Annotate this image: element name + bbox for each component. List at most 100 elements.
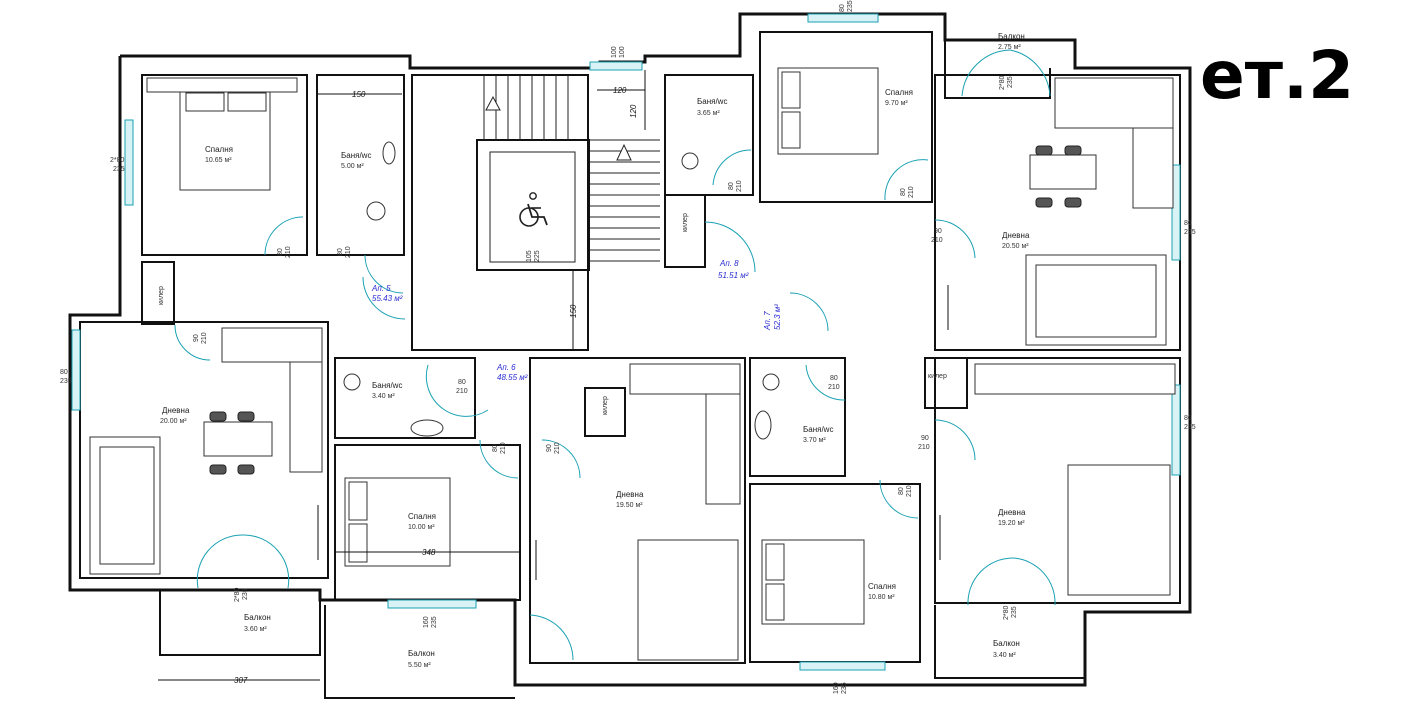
apartment-label: Ап. 7 xyxy=(763,311,772,331)
window-width: 2*80 xyxy=(1003,605,1010,620)
room-area: 20.50 м² xyxy=(1002,243,1029,250)
stair-arrow-icon xyxy=(485,95,501,111)
dimension-label: 348 xyxy=(422,548,436,557)
apartment-label: Ап. 6 xyxy=(496,363,516,372)
window-height: 235 xyxy=(242,588,249,600)
room-area: 10.65 м² xyxy=(205,157,232,164)
doors xyxy=(174,49,1056,661)
dining-chair xyxy=(237,411,255,422)
room-name: Спалня xyxy=(885,88,913,97)
dimension-label: 120 xyxy=(629,104,638,118)
room-name: Дневна xyxy=(998,508,1026,517)
door-height: 210 xyxy=(285,246,292,258)
door-height: 210 xyxy=(906,485,913,497)
window-height: 235 xyxy=(841,682,848,694)
room-name: Баня/wc xyxy=(803,425,833,434)
room-name: Балкон xyxy=(408,649,435,658)
door-height: 210 xyxy=(828,384,840,391)
door-width: 90 xyxy=(934,228,942,235)
dining-chair xyxy=(209,411,227,422)
window-width: 80 xyxy=(839,4,846,12)
door-width: 80 xyxy=(492,444,499,452)
room-name: Спалня xyxy=(205,145,233,154)
room-area: 2.75 м² xyxy=(998,44,1021,51)
window-height: 235 xyxy=(1184,424,1196,431)
apartment-area: 48.55 м² xyxy=(497,373,528,382)
storage-label: килер xyxy=(158,286,165,305)
dimension-label: 150 xyxy=(569,304,578,318)
room-area: 10.80 м² xyxy=(868,594,895,601)
apartment-area: 52.3 м² xyxy=(773,304,782,330)
wheelchair-icon xyxy=(519,192,548,227)
room-area: 3.40 м² xyxy=(372,393,395,400)
dining-chair xyxy=(209,464,227,475)
apartment-area: 51.51 м² xyxy=(718,271,749,280)
apartment-area: 55.43 м² xyxy=(372,294,403,303)
window-width: 80 xyxy=(1184,415,1192,422)
storage-label: килер xyxy=(602,396,609,415)
furniture xyxy=(89,67,1176,661)
door-width: 90 xyxy=(546,444,553,452)
apartment-label: Ап. 8 xyxy=(719,259,739,268)
door-width: 80 xyxy=(898,487,905,495)
window-height: 235 xyxy=(1011,606,1018,618)
elevator-width: 105 xyxy=(526,250,533,262)
interior-walls xyxy=(79,31,1181,699)
room-area: 20.00 м² xyxy=(160,418,187,425)
room-area: 5.50 м² xyxy=(408,662,431,669)
window-width: 80 xyxy=(60,369,68,376)
room-area: 3.40 м² xyxy=(993,652,1016,659)
dimension-label: 120 xyxy=(613,86,627,95)
room-area: 5.00 м² xyxy=(341,163,364,170)
dimension-label: 150 xyxy=(352,90,366,99)
window-width: 80 xyxy=(1184,220,1192,227)
door-width: 80 xyxy=(830,375,838,382)
door-height: 210 xyxy=(908,186,915,198)
room-name: Балкон xyxy=(993,639,1020,648)
room-area: 3.60 м² xyxy=(244,626,267,633)
room-name: Дневна xyxy=(616,490,644,499)
stairs xyxy=(483,75,660,262)
window-width: 160 xyxy=(423,616,430,628)
room-area: 9.70 м² xyxy=(885,100,908,107)
window-height: 235 xyxy=(1184,229,1196,236)
door-width: 90 xyxy=(193,334,200,342)
dining-chair xyxy=(237,464,255,475)
room-name: Баня/wc xyxy=(341,151,371,160)
door-height: 210 xyxy=(931,237,943,244)
window-height: 100 xyxy=(619,46,626,58)
room-area: 3.70 м² xyxy=(803,437,826,444)
room-name: Балкон xyxy=(244,613,271,622)
floor-label: ет.2 xyxy=(1200,37,1354,114)
dimension-label: 307 xyxy=(234,676,248,685)
dining-chair xyxy=(1035,145,1053,156)
room-name: Баня/wc xyxy=(372,381,402,390)
dining-chair xyxy=(1064,145,1082,156)
elevator-height: 225 xyxy=(534,250,541,262)
door-width: 80 xyxy=(277,248,284,256)
door-height: 210 xyxy=(554,442,561,454)
room-area: 19.20 м² xyxy=(998,520,1025,527)
room-name: Дневна xyxy=(162,406,190,415)
dining-chair xyxy=(1035,197,1053,208)
room-area: 10.00 м² xyxy=(408,524,435,531)
door-width: 80 xyxy=(728,182,735,190)
room-name: Спалня xyxy=(408,512,436,521)
window-width: 2*80 xyxy=(110,157,125,164)
window-width: 2*80 xyxy=(234,587,241,602)
door-height: 210 xyxy=(736,180,743,192)
room-name: Спалня xyxy=(868,582,896,591)
room-name: Балкон xyxy=(998,32,1025,41)
window-height: 235 xyxy=(113,166,125,173)
window-width: 160 xyxy=(833,682,840,694)
stair-arrow-icon xyxy=(616,143,632,161)
door-height: 210 xyxy=(201,332,208,344)
door-width: 80 xyxy=(458,379,466,386)
window-height: 235 xyxy=(1007,76,1014,88)
door-width: 90 xyxy=(921,435,929,442)
door-width: 80 xyxy=(900,188,907,196)
window-width: 2*80 xyxy=(999,75,1006,90)
room-name: Дневна xyxy=(1002,231,1030,240)
storage-label: килер xyxy=(928,373,947,380)
